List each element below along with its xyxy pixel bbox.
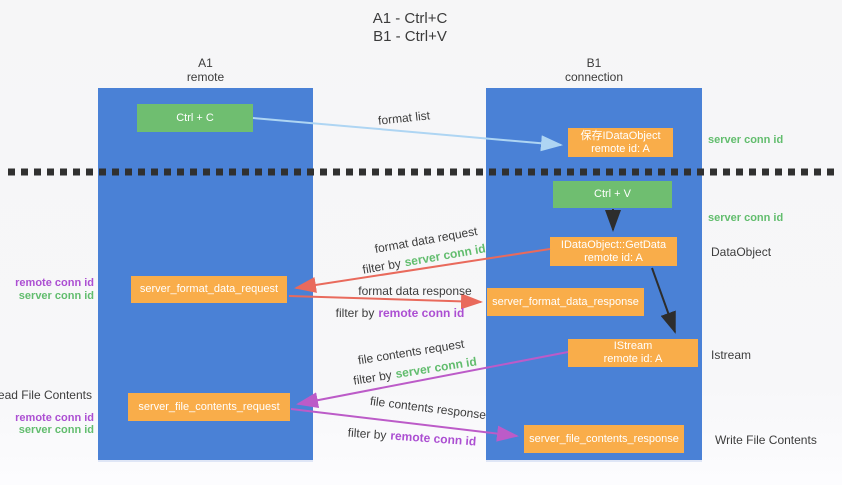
annotation-file-contents-response-text: file contents response xyxy=(369,393,487,423)
read-file-contents-text: Read File Contents xyxy=(0,388,92,402)
label-write-file-contents: Write File Contents xyxy=(715,433,817,447)
node-server-format-data-response: server_format_data_response xyxy=(487,288,644,316)
label-right-server-conn-id-2: server conn id xyxy=(708,212,783,224)
label-dataobject: DataObject xyxy=(711,245,771,259)
column-b1-name: B1 xyxy=(586,56,602,70)
node-getdata-line2: remote id: A xyxy=(584,251,643,264)
filter-by-text: filter by xyxy=(347,425,387,443)
label-istream: Istream xyxy=(711,348,751,362)
node-server-file-contents-response-label: server_file_contents_response xyxy=(529,432,679,445)
remote-conn-id-text: remote conn id xyxy=(389,428,477,449)
label-read-file-contents: Read File Contents xyxy=(0,388,92,402)
column-a1-name: A1 xyxy=(198,56,213,70)
node-ctrl-v-label: Ctrl + V xyxy=(594,188,631,200)
node-save-idataobject-line1: 保存IDataObject xyxy=(580,129,661,142)
label-left-remote-conn-id-1: remote conn id xyxy=(15,277,94,289)
title-line-2: B1 - Ctrl+V xyxy=(373,28,447,45)
remote-conn-id-text: remote conn id xyxy=(378,306,465,320)
server-conn-id-text: server conn id xyxy=(18,290,94,302)
node-server-format-data-response-label: server_format_data_response xyxy=(492,295,639,308)
node-server-file-contents-request: server_file_contents_request xyxy=(128,393,290,421)
annotation-format-list-text: format list xyxy=(377,108,431,128)
node-ctrl-v: Ctrl + V xyxy=(553,181,672,208)
label-left-server-conn-id-2: server conn id xyxy=(19,424,94,436)
server-conn-id-text: server conn id xyxy=(708,134,784,146)
node-server-format-data-request: server_format_data_request xyxy=(131,276,287,303)
diagram-title: A1 - Ctrl+C B1 - Ctrl+V xyxy=(0,10,820,46)
node-save-idataobject-line2: remote id: A xyxy=(591,142,650,155)
node-server-format-data-request-label: server_format_data_request xyxy=(139,283,279,295)
annotation-file-contents-response: file contents response xyxy=(369,394,487,422)
node-ctrl-c-label: Ctrl + C xyxy=(176,111,214,124)
label-right-server-conn-id-1: server conn id xyxy=(708,134,783,146)
column-header-a1: A1 remote xyxy=(98,56,313,84)
column-header-b1: B1 connection xyxy=(486,56,702,84)
filter-by-text: filter by xyxy=(352,367,393,388)
dataobject-text: DataObject xyxy=(711,245,772,259)
filter-by-text: filter by xyxy=(361,256,402,277)
write-file-contents-text: Write File Contents xyxy=(715,433,817,447)
node-server-file-contents-response: server_file_contents_response xyxy=(524,425,684,453)
label-left-remote-conn-id-2: remote conn id xyxy=(15,412,94,424)
node-save-idataobject: 保存IDataObject remote id: A xyxy=(568,128,673,157)
node-server-file-contents-request-label: server_file_contents_request xyxy=(138,400,280,413)
server-conn-id-text: server conn id xyxy=(708,212,784,224)
node-istream: IStream remote id: A xyxy=(568,339,698,367)
server-conn-id-text: server conn id xyxy=(18,424,94,436)
column-b1-role: connection xyxy=(564,70,624,84)
node-istream-line1: IStream xyxy=(613,340,653,352)
title-line-1: A1 - Ctrl+C xyxy=(372,10,448,27)
annotation-format-data-response-text: format data response xyxy=(358,284,472,298)
remote-conn-id-text: remote conn id xyxy=(15,412,94,424)
column-a1-role: remote xyxy=(186,70,225,84)
annotation-format-data-response: format data response xyxy=(358,284,471,298)
annotation-format-list: format list xyxy=(377,108,430,127)
filter-by-text: filter by xyxy=(335,306,375,320)
istream-text: Istream xyxy=(711,348,752,362)
node-ctrl-c: Ctrl + C xyxy=(137,104,253,132)
remote-conn-id-text: remote conn id xyxy=(15,277,94,289)
node-idataobject-getdata: IDataObject::GetData remote id: A xyxy=(550,237,677,266)
node-istream-line2: remote id: A xyxy=(603,353,663,365)
label-left-server-conn-id-1: server conn id xyxy=(19,290,94,302)
node-getdata-line1: IDataObject::GetData xyxy=(560,238,667,251)
